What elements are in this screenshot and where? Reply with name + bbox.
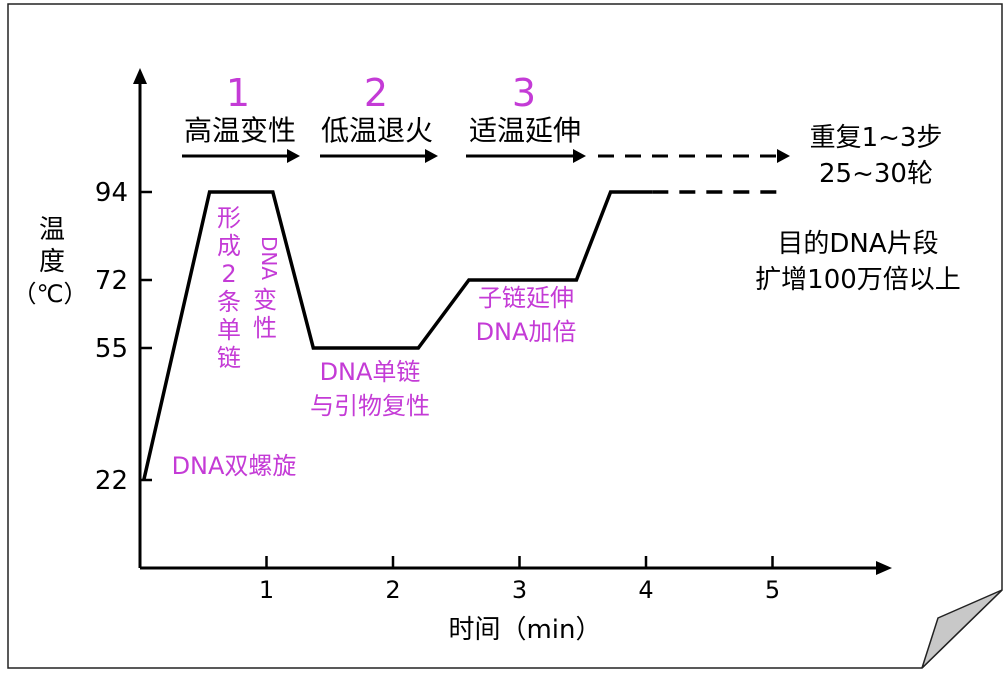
form-char-5: 单	[217, 316, 241, 344]
annotation-anneal-2: 与引物复性	[310, 392, 430, 420]
repeat-text-1: 重复1~3步	[810, 123, 943, 153]
x-tick-label: 5	[765, 576, 780, 604]
x-tick-label: 4	[638, 576, 653, 604]
y-tick-label: 55	[95, 334, 128, 364]
form-char-4: 条	[217, 288, 241, 316]
repeat-arrow	[598, 149, 790, 163]
step-1-label: 高温变性	[184, 114, 296, 147]
step-3-label: 适温延伸	[469, 114, 581, 147]
x-axis-arrow	[876, 561, 892, 575]
result-text-2: 扩增100万倍以上	[755, 265, 961, 295]
form-char-1: 形	[217, 204, 241, 232]
step-3-arrowhead	[573, 149, 586, 163]
annotation-anneal-1: DNA单链	[320, 358, 421, 386]
y-axis-label-2: 度	[39, 247, 65, 277]
result-text-1: 目的DNA片段	[777, 229, 938, 259]
annotation-double-helix: DNA双螺旋	[172, 452, 297, 480]
denature-char-1: 变	[253, 286, 277, 314]
step-1-number: 1	[226, 71, 250, 115]
form-char-2: 成	[217, 232, 241, 260]
annotation-denature: DNA 变 性	[253, 236, 281, 342]
form-char-3: 2	[221, 260, 236, 288]
x-ticks: 1 2 3 4 5	[259, 556, 780, 604]
repeat-text-2: 25~30轮	[819, 159, 933, 189]
axes	[133, 68, 892, 575]
y-tick-label: 94	[95, 178, 128, 208]
y-axis-label-1: 温	[39, 215, 65, 245]
step-2: 2 低温退火	[320, 71, 438, 163]
annotation-form-single-strand: 形 成 2 条 单 链	[217, 204, 241, 372]
repeat-arrowhead	[777, 149, 790, 163]
denature-dna: DNA	[257, 236, 281, 280]
x-tick-label: 1	[259, 576, 274, 604]
annotation-extend-2: DNA加倍	[476, 318, 577, 346]
temperature-line	[142, 190, 653, 481]
step-2-label: 低温退火	[321, 114, 433, 147]
step-3-number: 3	[512, 71, 536, 115]
form-char-6: 链	[217, 344, 241, 372]
y-axis-arrow	[133, 68, 147, 84]
y-ticks: 22 55 72 94	[95, 178, 152, 496]
step-1: 1 高温变性	[182, 71, 300, 163]
denature-char-2: 性	[253, 314, 277, 342]
x-tick-label: 3	[512, 576, 527, 604]
step-3: 3 适温延伸	[466, 71, 586, 163]
x-axis-label: 时间（min）	[448, 615, 601, 645]
y-tick-label: 72	[95, 266, 128, 296]
paper	[7, 3, 1003, 669]
y-axis-label-3: （℃）	[13, 280, 88, 308]
series-layer	[142, 190, 779, 481]
step-1-arrowhead	[287, 149, 300, 163]
step-2-number: 2	[364, 71, 388, 115]
step-2-arrowhead	[425, 149, 438, 163]
y-tick-label: 22	[95, 466, 128, 496]
x-tick-label: 2	[385, 576, 400, 604]
annotation-extend-1: 子链延伸	[478, 284, 574, 312]
